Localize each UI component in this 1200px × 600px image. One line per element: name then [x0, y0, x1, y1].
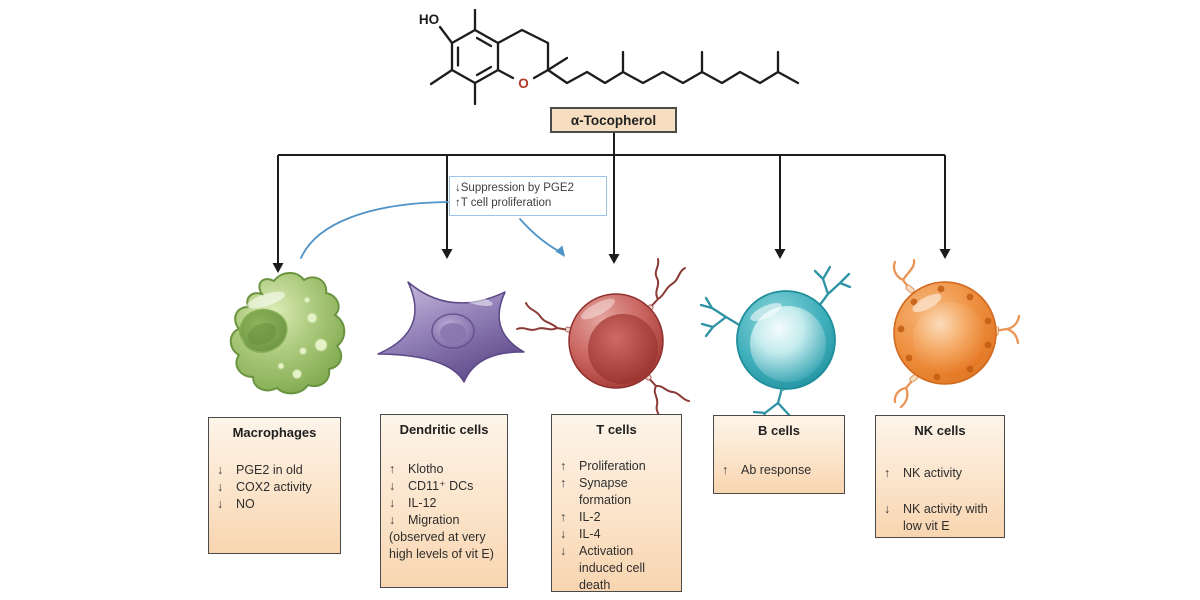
info-box-b-cells: B cells ↑ Ab response [713, 415, 845, 494]
box-items-t-cells: ↑ Proliferation ↑ Synapse formation ↑ IL-2 ↓ IL… [560, 458, 673, 594]
effect-label: IL-12 [408, 496, 437, 510]
box-title-nk-cells: NK cells [914, 423, 966, 438]
connector-lines [277, 130, 946, 264]
effect-label: PGE2 in old [236, 463, 303, 477]
info-box-macrophages: Macrophages ↓ PGE2 in old ↓ COX2 activity ↓ N… [208, 417, 341, 554]
box-title-dendritic-cells: Dendritic cells [399, 422, 489, 437]
t-cell-nucleus [588, 314, 658, 384]
up-arrow-icon: ↑ [560, 510, 567, 524]
effect-item: ↓ NO [217, 496, 332, 513]
macrophage-nucleus [238, 308, 288, 353]
up-arrow-icon: ↑ [389, 462, 396, 476]
down-arrow-icon: ↓ [389, 513, 396, 527]
effect-item: ↓ IL-12 [389, 495, 499, 512]
b-cell-nucleus [750, 306, 826, 382]
effect-note: (observed at very high levels of vit E) [389, 530, 494, 561]
t-cell [516, 258, 690, 423]
box-title-t-cells: T cells [596, 422, 637, 437]
effect-item: ↓ Migration [389, 512, 499, 529]
box-items-macrophages: ↓ PGE2 in old ↓ COX2 activity ↓ NO [217, 462, 332, 513]
effect-label: Proliferation [579, 459, 646, 473]
nk-cell-nucleus [913, 302, 987, 376]
macrophage-vacuoles [277, 296, 328, 379]
effect-item: ↓ NK activity with low vit E [884, 501, 996, 535]
tocopherol-structure [429, 8, 800, 106]
effect-item: ↓ IL-4 [560, 526, 673, 543]
hydroxyl-label: HO [419, 12, 439, 27]
up-arrow-icon: ↑ [884, 466, 891, 480]
box-title-b-cells: B cells [758, 423, 800, 438]
up-arrow-icon: ↑ [722, 463, 729, 477]
blue-arrowhead [555, 245, 565, 257]
down-arrow-icon: ↓ [884, 502, 891, 516]
down-arrow-icon: ↓ [217, 497, 224, 511]
effect-item: ↓ COX2 activity [217, 479, 332, 496]
box-items-nk-cells: ↑ NK activity ↓ NK activity with low vit E [884, 465, 996, 535]
effect-item: ↑ Proliferation [560, 458, 673, 475]
info-box-t-cells: T cells ↑ Proliferation ↑ Synapse formation… [551, 414, 682, 592]
effect-item: ↑ NK activity [884, 465, 996, 482]
nk-cell-granules [897, 285, 992, 381]
dendritic-cell [377, 281, 525, 383]
effect-label: Synapse formation [579, 476, 632, 507]
macrophage-cell [229, 272, 346, 395]
effect-item: ↑ Ab response [722, 462, 836, 479]
up-arrow-icon: ↑ [560, 459, 567, 473]
box-title-macrophages: Macrophages [232, 425, 317, 440]
oxygen-label: O [518, 76, 529, 91]
info-box-nk-cells: NK cells ↑ NK activity ↓ NK activity with l… [875, 415, 1005, 538]
effect-label: Migration [408, 513, 460, 527]
effect-label: Ab response [741, 463, 812, 477]
down-arrow-icon: ↓ [217, 463, 224, 477]
effect-label: Klotho [408, 462, 444, 476]
effect-label: COX2 activity [236, 480, 312, 494]
nk-cell [892, 258, 1021, 409]
down-arrow-icon: ↓ [560, 527, 567, 541]
annotation-line-1: ↓Suppression by PGE2 [455, 182, 574, 194]
connector-arrowheads [272, 249, 951, 273]
box-items-dendritic-cells: ↑ Klotho ↓ CD11⁺ DCs ↓ IL-12 ↓ Migration (observ… [389, 461, 499, 563]
down-arrow-icon: ↓ [560, 544, 567, 558]
effect-label: IL-2 [579, 510, 601, 524]
effect-item: ↑ IL-2 [560, 509, 673, 526]
pge2-annotation-box: ↓Suppression by PGE2 ↑T cell proliferati… [449, 176, 607, 216]
b-cell [699, 265, 852, 429]
info-box-dendritic-cells: Dendritic cells ↑Klotho↓CD11⁺ DCs↓IL-12↓… [380, 414, 508, 588]
down-arrow-icon: ↓ [389, 479, 396, 493]
down-arrow-icon: ↓ [217, 480, 224, 494]
effect-label: NK activity [903, 466, 963, 480]
pge2-pathway-arrow [300, 201, 561, 259]
down-arrow-icon: ↓ [389, 496, 396, 510]
effect-item: ↓ PGE2 in old [217, 462, 332, 479]
effect-item: ↓ CD11⁺ DCs [389, 478, 499, 495]
annotation-line-2: ↑T cell proliferation [455, 197, 552, 209]
effect-item: ↑ Synapse formation [560, 475, 673, 509]
up-arrow-icon: ↑ [560, 476, 567, 490]
effect-label: Activation induced cell death [579, 544, 646, 592]
tocopherol-label: α-Tocopherol [550, 107, 677, 133]
effect-label: IL-4 [579, 527, 601, 541]
effect-label: NO [236, 497, 255, 511]
effect-item: ↑ Klotho [389, 461, 499, 478]
effect-label: NK activity with low vit E [903, 502, 988, 533]
box-items-b-cells: ↑ Ab response [722, 462, 836, 479]
effect-item: ↓ Activation induced cell death [560, 543, 673, 594]
effect-label: CD11⁺ DCs [408, 479, 474, 493]
